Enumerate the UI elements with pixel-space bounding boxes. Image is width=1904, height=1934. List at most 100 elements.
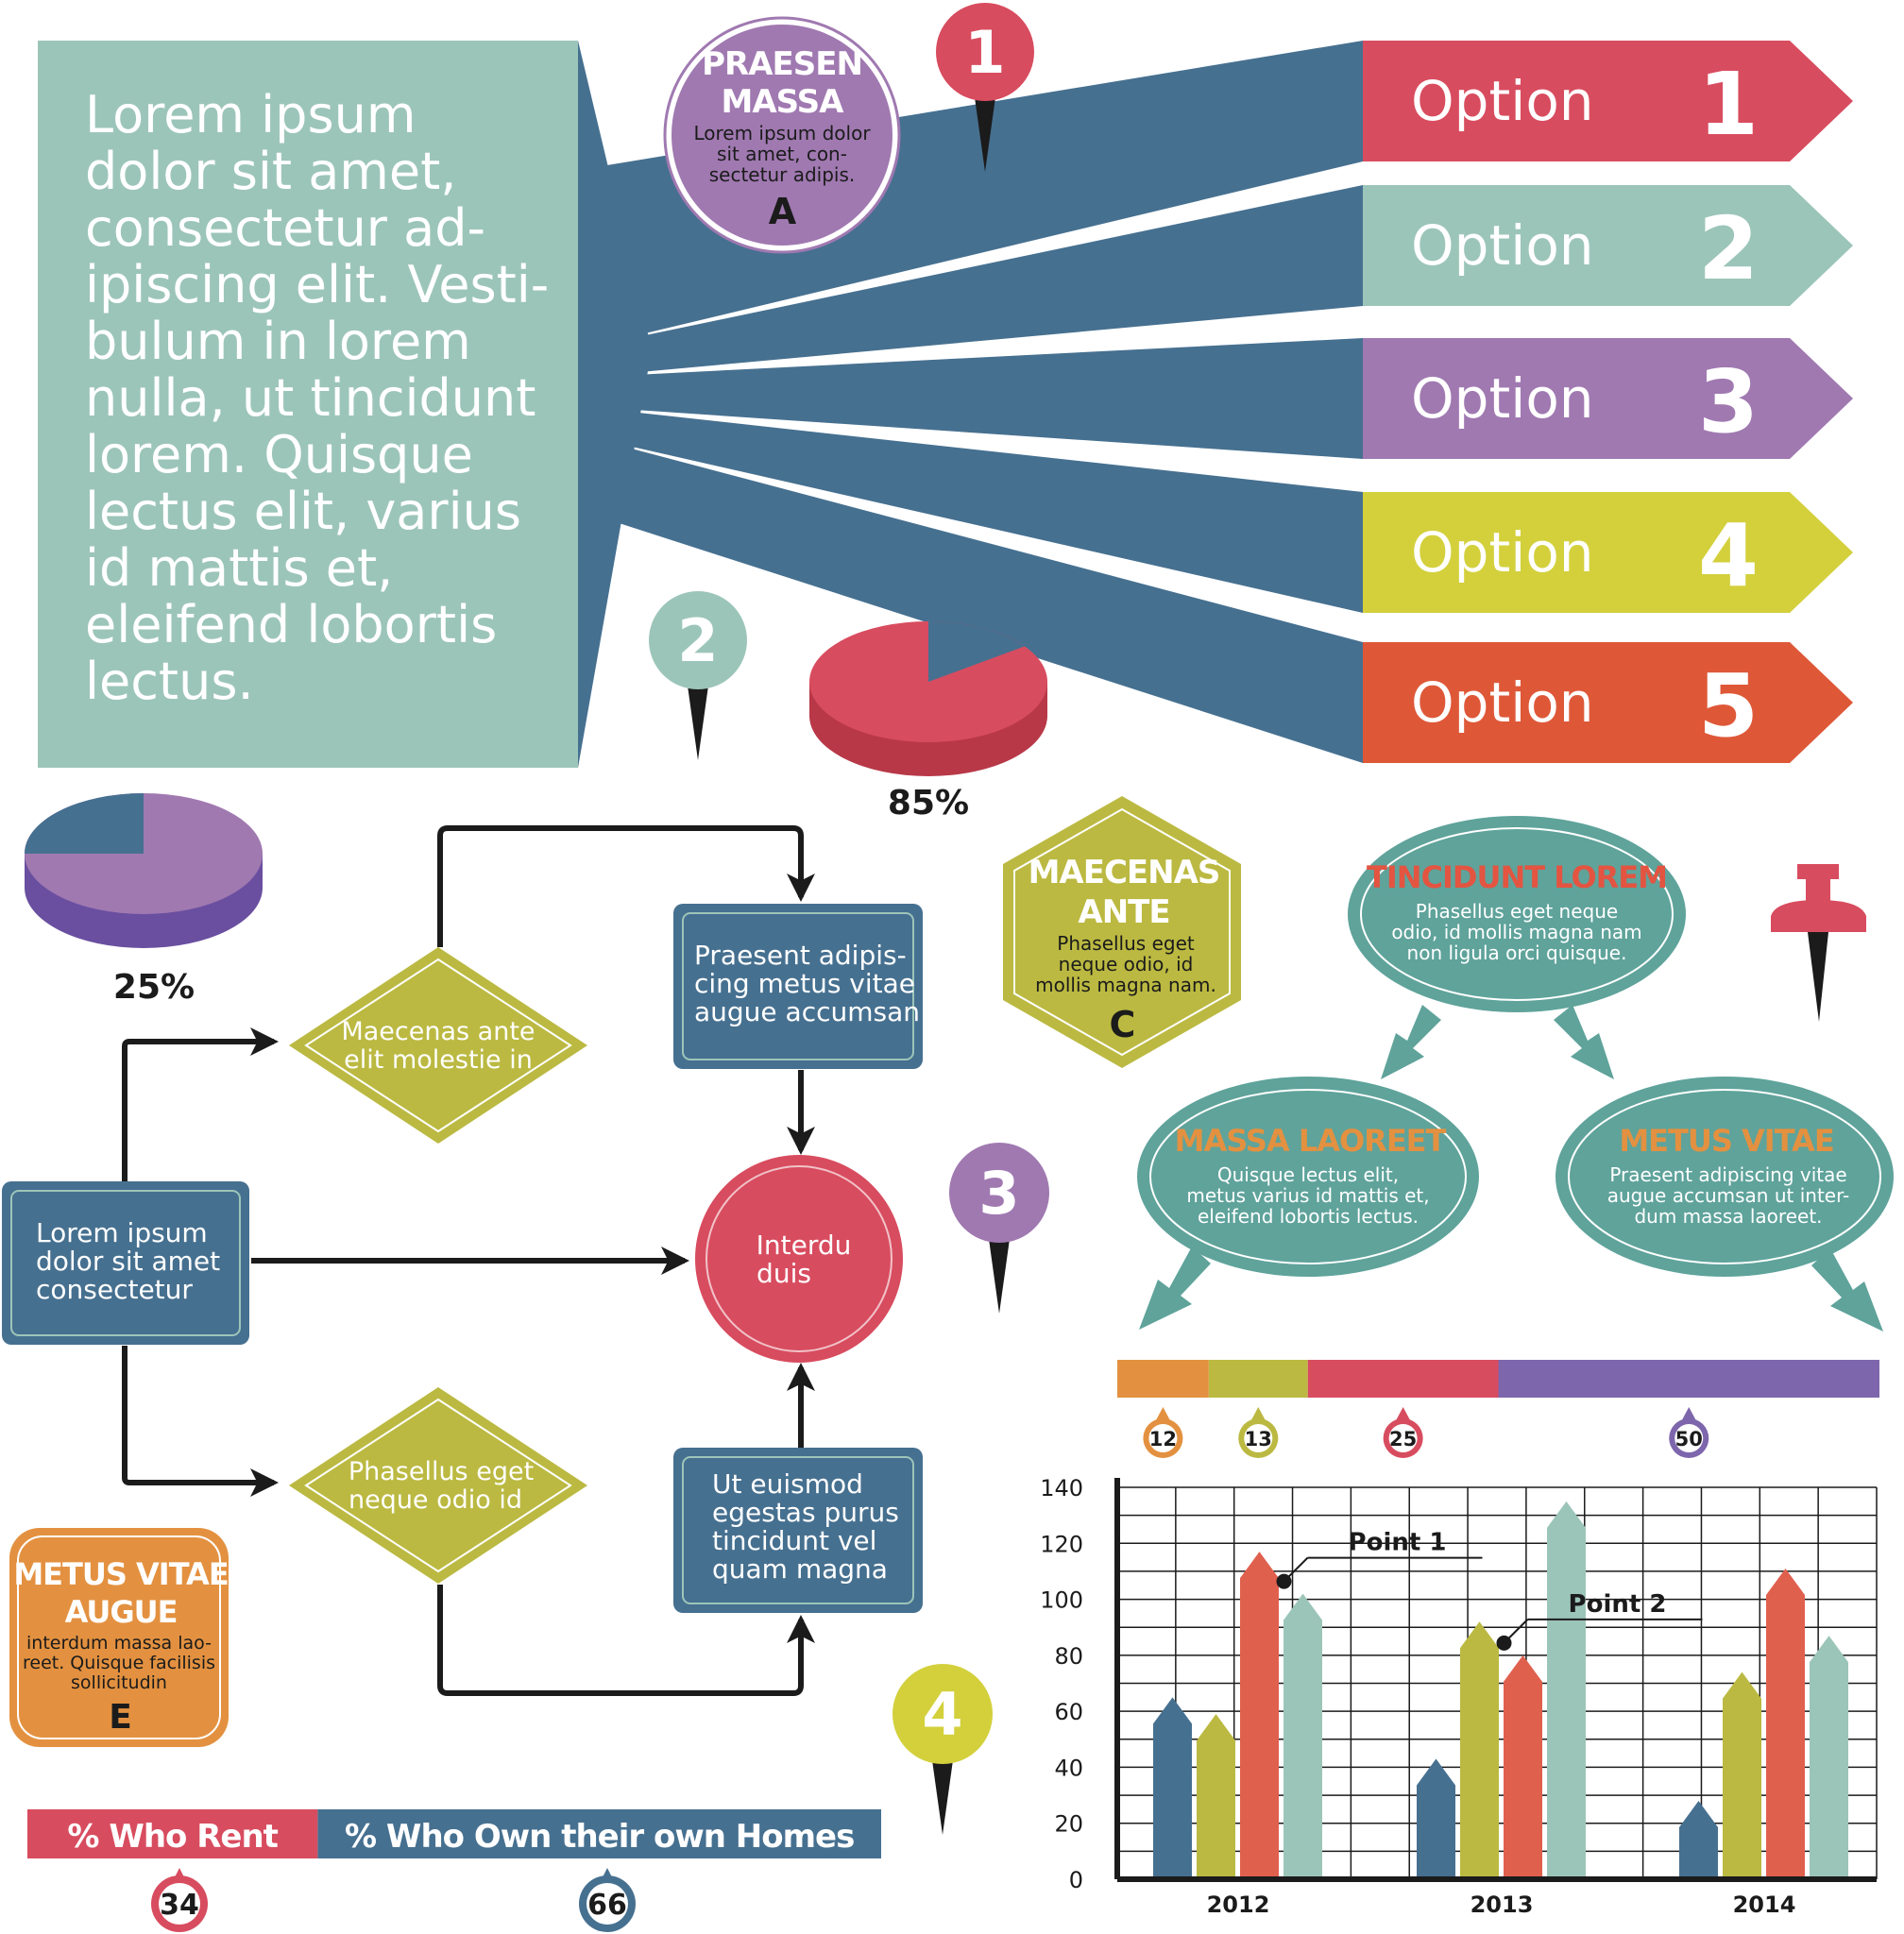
fan-ray — [578, 434, 1363, 763]
option-label: Option — [1411, 670, 1594, 735]
bubble-arrow — [1139, 1247, 1211, 1330]
y-tick-label: 80 — [1054, 1643, 1083, 1670]
badge-c-title-1: MAECENAS — [1028, 854, 1220, 891]
intro-box — [38, 41, 578, 768]
bubble-arrow — [1811, 1248, 1883, 1332]
option-number: 1 — [1698, 54, 1759, 155]
option-4 — [1363, 492, 1853, 613]
bubble-right-body-2: augue accumsan ut inter- — [1607, 1184, 1850, 1207]
intro-text-line: bulum in lorem — [85, 312, 471, 371]
pin-number: 1 — [964, 18, 1005, 87]
bubble-left-body-3: eleifend lobortis lectus. — [1198, 1205, 1419, 1228]
option-number: 3 — [1698, 351, 1759, 452]
rent-own-segment — [317, 1809, 881, 1858]
flow-circle: Interdu duis — [695, 1155, 903, 1363]
flow-diamond-bottom-line-1: Phasellus eget — [348, 1457, 534, 1486]
flow-box-top: Praesent adipis- cing metus vitae augue … — [673, 904, 923, 1069]
fan-ray — [578, 338, 1363, 459]
fan-ray — [578, 406, 1363, 613]
badge-e: METUS VITAE AUGUE interdum massa lao- re… — [9, 1528, 230, 1747]
pin-needle-icon — [989, 1239, 1010, 1314]
chart-bar — [1240, 1552, 1279, 1879]
rent-own-marker-inner — [586, 1883, 628, 1925]
badge-e-body-3: sollicitudin — [71, 1672, 167, 1693]
rent-own-value: 34 — [160, 1889, 199, 1922]
pin-number: 4 — [922, 1680, 962, 1749]
chart-bar — [1547, 1501, 1586, 1879]
chart-bar — [1723, 1671, 1761, 1879]
x-tick-label: 2013 — [1470, 1892, 1534, 1918]
x-tick-label: 2012 — [1207, 1892, 1270, 1918]
segment-25 — [1307, 1360, 1499, 1398]
flow-start-line-1: Lorem ipsum — [36, 1217, 208, 1248]
chart-bar — [1679, 1801, 1718, 1879]
option-number: 4 — [1698, 505, 1759, 606]
intro-text-line: lectus elit, varius — [85, 482, 521, 541]
segment-value-label: 50 — [1675, 1428, 1703, 1450]
chart-bar — [1284, 1593, 1322, 1879]
bubble-right-title: METUS VITAE — [1619, 1123, 1833, 1159]
badge-c-letter: C — [1110, 1004, 1135, 1045]
bubble-arrow — [1381, 1005, 1441, 1079]
option-label: Option — [1411, 69, 1594, 133]
segment-marker-tip — [1250, 1407, 1266, 1421]
segment-12 — [1117, 1360, 1209, 1398]
flow-box-bottom-line-4: quam magna — [712, 1553, 888, 1585]
bubble-top-body-1: Phasellus eget neque — [1416, 900, 1618, 923]
segment-marker-inner — [1244, 1424, 1273, 1452]
badge-e-body-2: reet. Quisque facilisis — [23, 1653, 215, 1673]
chart-bar — [1766, 1568, 1805, 1879]
segment-marker-inner — [1388, 1424, 1418, 1452]
intro-text-line: nulla, ut tincidunt — [85, 368, 536, 428]
badge-e-body-1: interdum massa lao- — [26, 1633, 212, 1654]
flow-diamond-top-line-1: Maecenas ante — [341, 1017, 535, 1046]
y-tick-label: 60 — [1054, 1699, 1083, 1725]
badge-c-body-3: mollis magna nam. — [1035, 974, 1216, 996]
flow-box-bottom-line-2: egestas purus — [712, 1497, 899, 1528]
pin-head-icon — [949, 1143, 1049, 1243]
option-label: Option — [1411, 366, 1594, 431]
option-5 — [1363, 642, 1853, 763]
chart-bar — [1417, 1758, 1455, 1879]
bubble-left-body-2: metus varius id mattis et, — [1186, 1184, 1429, 1207]
fan-connector — [578, 41, 1363, 768]
option-label: Option — [1411, 213, 1594, 278]
flow-circle-line-1: Interdu — [756, 1230, 852, 1261]
y-tick-label: 40 — [1054, 1755, 1083, 1781]
intro-text-line: id mattis et, — [85, 538, 393, 598]
segment-50 — [1498, 1360, 1879, 1398]
flow-box-top-line-2: cing metus vitae — [694, 968, 915, 999]
badge-a-title-2: MASSA — [722, 83, 845, 121]
rent-own-label: % Who Own their own Homes — [345, 1818, 854, 1856]
y-tick-label: 0 — [1069, 1867, 1083, 1893]
fan-ray — [578, 185, 1363, 378]
intro-text-line: lorem. Quisque — [85, 425, 473, 484]
flow-arrow — [437, 1585, 815, 1696]
option-3 — [1363, 338, 1853, 459]
pie-25 — [25, 793, 263, 948]
pie-85 — [809, 621, 1047, 776]
y-tick-label: 140 — [1040, 1475, 1083, 1501]
option-2 — [1363, 185, 1853, 306]
pin-needle-icon — [932, 1760, 953, 1835]
pin-head-icon — [936, 3, 1034, 101]
badge-a-body-2: sit amet, con- — [717, 143, 847, 165]
option-1 — [1363, 41, 1853, 161]
segment-marker-tip — [1395, 1407, 1411, 1421]
pin-head-icon — [892, 1664, 993, 1764]
flow-diamond-bottom: Phasellus eget neque odio id — [289, 1387, 587, 1584]
flow-start-line-3: consectetur — [36, 1274, 193, 1305]
option-label: Option — [1411, 520, 1594, 585]
segment-value-label: 13 — [1245, 1428, 1272, 1450]
bubble-left-body-1: Quisque lectus elit, — [1217, 1163, 1399, 1186]
flow-diamond-top-line-2: elit molestie in — [344, 1045, 533, 1075]
y-tick-label: 100 — [1040, 1587, 1083, 1614]
option-number: 5 — [1698, 655, 1759, 756]
flow-box-bottom-line-1: Ut euismod — [712, 1468, 863, 1500]
flow-box-top-line-3: augue accumsan — [694, 996, 920, 1027]
flow-box-bottom: Ut euismod egestas purus tincidunt vel q… — [673, 1448, 923, 1613]
